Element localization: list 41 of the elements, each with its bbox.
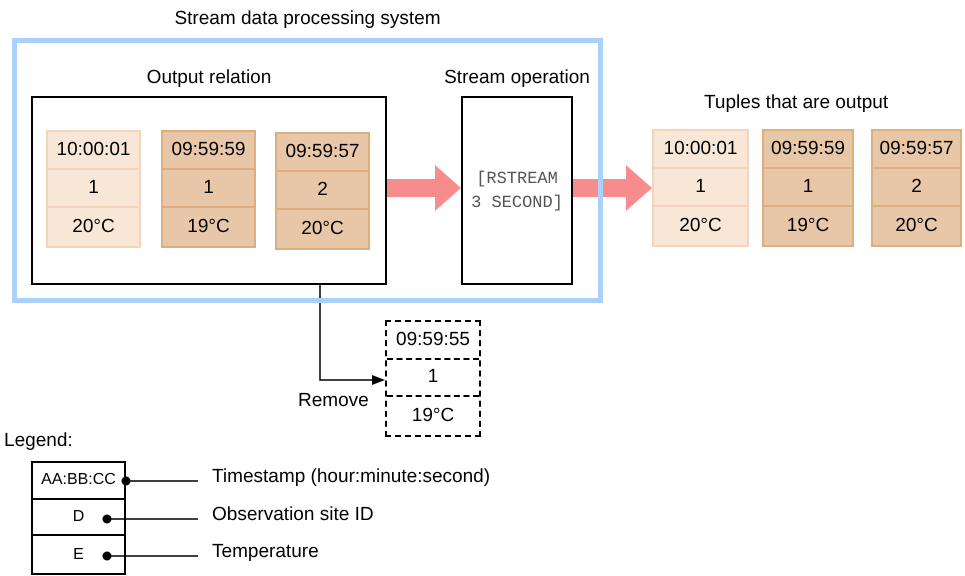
table-cell-text: 09:59:59 xyxy=(172,139,246,161)
table-cell-text: 19°C xyxy=(786,215,830,237)
table-cell-text: 2 xyxy=(317,179,328,201)
field-description: Timestamp (hour:minute:second) xyxy=(212,466,490,488)
field-description: Temperature xyxy=(212,541,319,563)
table-cell-text: 09:59:59 xyxy=(771,138,845,160)
table-cell-text: 20°C xyxy=(895,215,938,237)
table-cell-text: 10:00:01 xyxy=(56,139,130,161)
table-cell-text: 1 xyxy=(203,177,214,199)
table-cell-text: 20°C xyxy=(679,215,722,237)
box-heading: Stream operation xyxy=(443,67,591,89)
tuple-record xyxy=(46,130,141,248)
box-heading: Output relation xyxy=(146,67,272,89)
table-cell-text: 09:59:55 xyxy=(396,328,470,351)
table-cell-text: 10:00:01 xyxy=(664,138,738,160)
removed-tuple xyxy=(385,320,481,437)
tuple-record xyxy=(161,130,256,248)
table-cell-text: 09:59:57 xyxy=(286,141,360,163)
table-cell-text: 1 xyxy=(88,177,99,199)
table-cell-text: 2 xyxy=(911,176,922,198)
table-cell-text: AA:BB:CC xyxy=(41,471,116,490)
box-heading: Stream data processing system xyxy=(173,8,442,30)
table-cell-text: 19°C xyxy=(187,216,230,238)
table-cell-text: 19°C xyxy=(412,405,454,428)
table-cell-text: 1 xyxy=(695,176,706,198)
legend-heading: Legend: xyxy=(4,430,73,452)
table-cell-text: 1 xyxy=(428,366,438,388)
table-cell-text: 1 xyxy=(802,176,814,198)
table-cell-text: 09:59:57 xyxy=(880,138,954,160)
table-cell-text: 20°C xyxy=(72,216,115,238)
tuple-record xyxy=(652,129,749,247)
table-cell-text: E xyxy=(73,546,84,564)
tuple-record xyxy=(275,132,370,250)
section-heading: Tuples that are output xyxy=(704,92,888,114)
table-cell-text: 20°C xyxy=(301,218,344,240)
query-text: [RSTREAM 3 SECOND] xyxy=(470,169,564,215)
tuple-record xyxy=(871,129,962,247)
legend-tuple xyxy=(31,461,126,575)
table-cell-text: D xyxy=(72,508,84,526)
tuple-record xyxy=(762,129,854,247)
field-description: Observation site ID xyxy=(212,504,374,526)
